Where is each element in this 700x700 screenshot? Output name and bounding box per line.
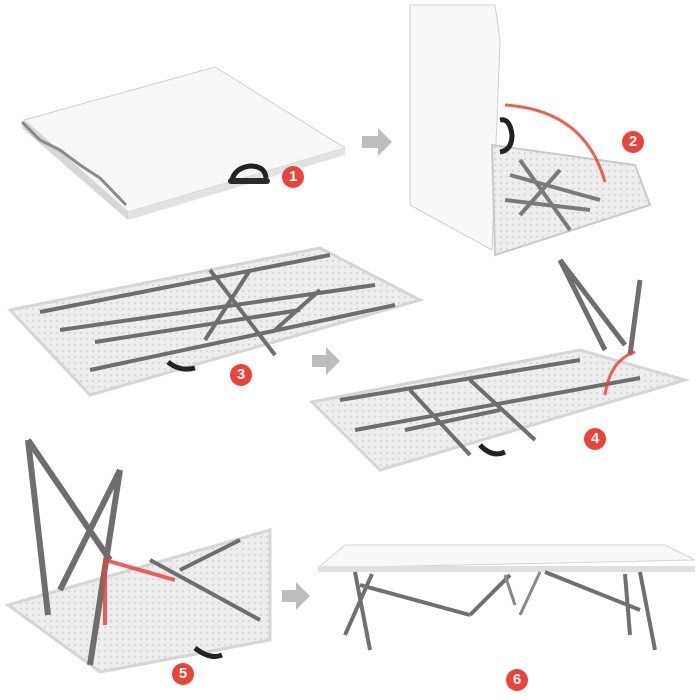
arrow-right-icon xyxy=(282,582,310,610)
handle-icon xyxy=(229,163,269,181)
handle-icon xyxy=(478,443,507,457)
step-6-finished-table xyxy=(316,544,696,651)
handle-icon xyxy=(499,117,515,155)
handle-icon xyxy=(193,646,223,659)
step-badge-1: 1 xyxy=(282,166,304,188)
handle-icon xyxy=(166,360,196,372)
step-4-unfolding-legs xyxy=(308,258,691,472)
arrow-right-icon xyxy=(312,347,340,375)
step-1-folded-table xyxy=(20,66,347,220)
step-5-legs-upright xyxy=(4,438,272,674)
step-badge-3: 3 xyxy=(230,364,252,386)
step-2-opening-table xyxy=(409,4,652,257)
step-3-open-underside xyxy=(7,246,425,397)
step-badge-2: 2 xyxy=(622,131,644,153)
arrow-right-icon xyxy=(362,128,392,156)
step-badge-6: 6 xyxy=(506,669,528,691)
step-badge-5: 5 xyxy=(172,663,194,685)
step-badge-4: 4 xyxy=(584,428,606,450)
